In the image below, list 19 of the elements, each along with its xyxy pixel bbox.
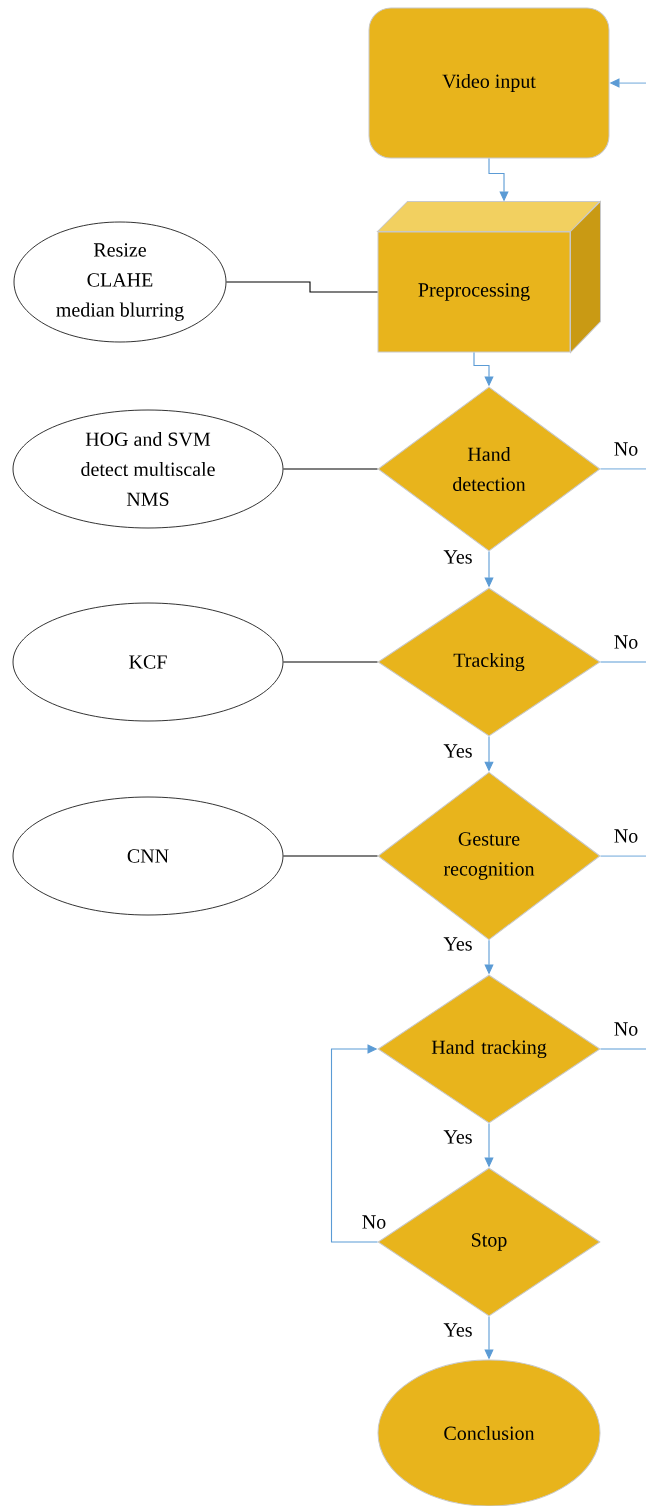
edge-label: No xyxy=(612,441,640,457)
connector-line xyxy=(282,855,379,857)
connector-line xyxy=(599,468,646,470)
connector-line xyxy=(282,468,379,470)
connector-line xyxy=(599,661,646,663)
edge-label: Yes xyxy=(442,549,474,565)
edge-label: Yes xyxy=(442,1129,474,1145)
connector-line xyxy=(282,661,379,663)
cube-box: Preprocessing xyxy=(377,201,601,353)
edge-label: No xyxy=(612,828,640,844)
edge-label: No xyxy=(612,634,640,650)
rounded-box: Video input xyxy=(368,7,610,159)
edge-label: No xyxy=(612,1021,640,1037)
connector-line xyxy=(599,855,646,857)
edge-label: Yes xyxy=(442,743,474,759)
connector-line xyxy=(225,281,379,293)
arrow xyxy=(330,1044,379,1243)
connector-line xyxy=(599,1048,646,1050)
edge-label: Yes xyxy=(442,1322,474,1338)
